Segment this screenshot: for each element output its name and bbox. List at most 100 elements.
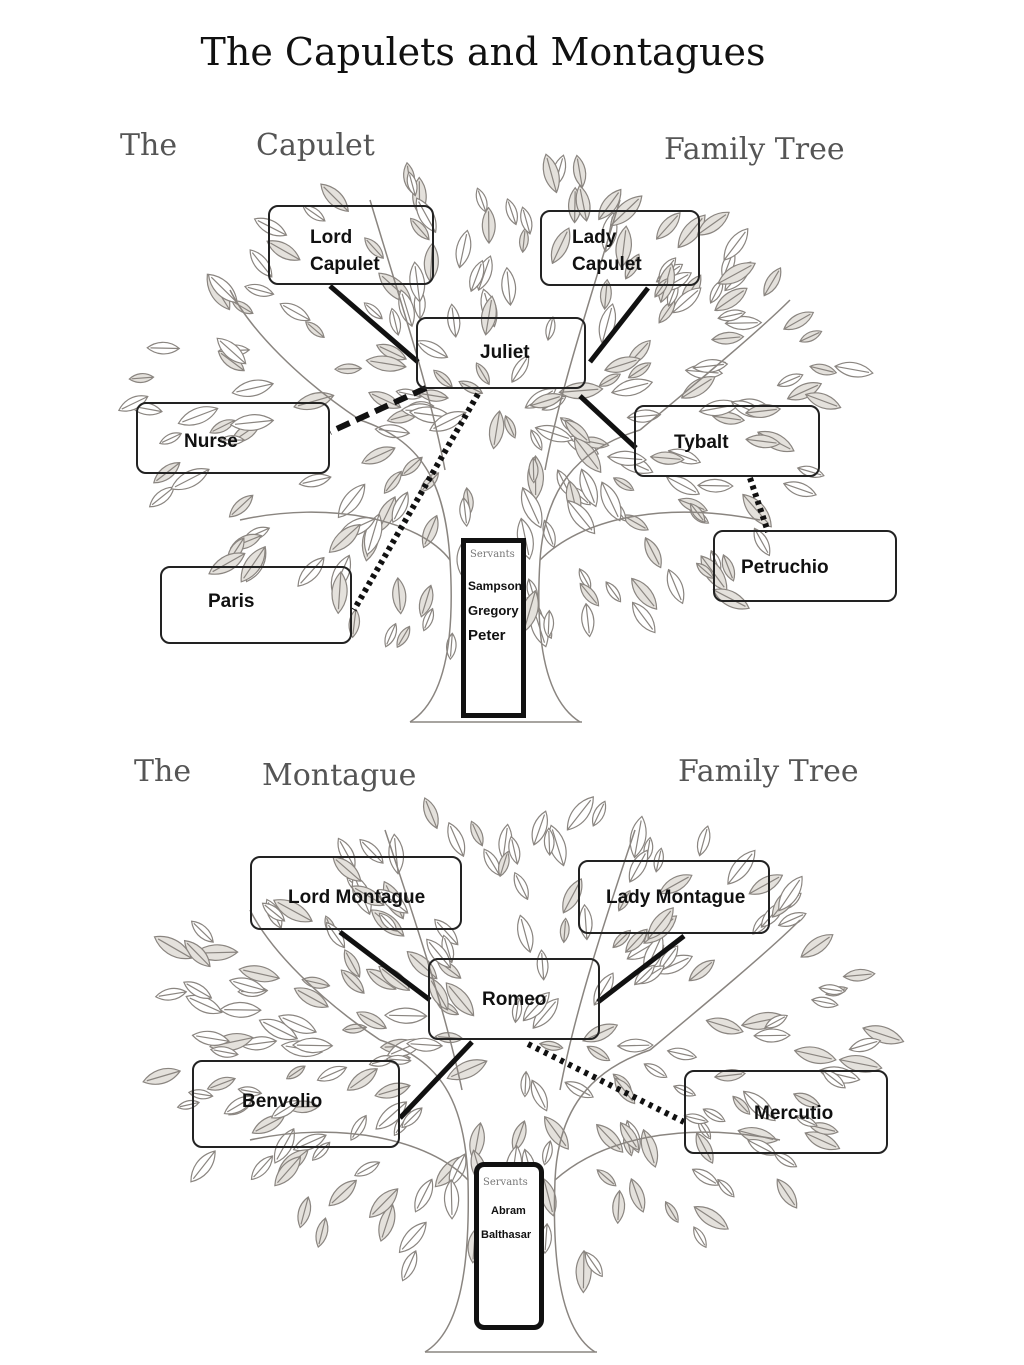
servant-peter: Peter: [468, 627, 506, 644]
leaf: [530, 1079, 548, 1112]
leaf: [543, 609, 555, 638]
leaf: [572, 154, 587, 189]
leaf: [153, 935, 193, 960]
tree-leaves: [117, 153, 905, 1294]
leaf: [364, 237, 384, 259]
lady-montague-box: Lady Montague: [578, 860, 770, 934]
leaf: [538, 1040, 564, 1051]
leaf: [727, 849, 756, 885]
leaf: [542, 153, 560, 194]
leaf: [800, 934, 834, 958]
leaf: [207, 273, 238, 304]
leaf: [764, 1014, 789, 1029]
leaf: [340, 969, 365, 994]
capulet-header-name: Capulet: [256, 128, 375, 163]
leaf: [631, 577, 658, 610]
montague-servants-box: Servants Abram Balthasar: [474, 1162, 544, 1330]
leaf: [517, 914, 534, 954]
leaf: [285, 1065, 306, 1080]
petruchio-box: Petruchio: [713, 530, 897, 602]
leaf: [504, 415, 517, 439]
leaf: [426, 938, 452, 969]
leaf: [293, 987, 329, 1008]
capulet-header-tree: Family Tree: [664, 132, 845, 167]
leaf: [475, 362, 490, 386]
leaf: [346, 1068, 378, 1091]
leaf: [274, 1155, 302, 1187]
leaf: [649, 451, 685, 465]
leaf: [187, 1089, 214, 1100]
leaf: [776, 1178, 798, 1209]
leaf: [655, 212, 681, 240]
leaf: [627, 362, 652, 379]
leaf: [392, 576, 407, 615]
leaf: [398, 1221, 427, 1254]
leaf: [696, 825, 711, 857]
leaf: [183, 981, 213, 999]
leaf: [665, 475, 701, 496]
leaf: [631, 601, 656, 634]
leaf: [191, 1030, 231, 1046]
leaf: [146, 341, 181, 355]
leaf: [753, 527, 771, 557]
leaf: [505, 198, 519, 226]
leaf: [643, 1063, 668, 1078]
leaf: [433, 369, 453, 388]
leaf: [612, 929, 632, 949]
leaf: [821, 1069, 846, 1089]
leaf: [683, 1113, 709, 1125]
leaf: [573, 437, 602, 474]
benvolio-label: Benvolio: [242, 1091, 323, 1112]
leaf: [298, 473, 332, 488]
leaf: [443, 1178, 460, 1220]
montague-header-the: The: [134, 754, 192, 789]
leaf: [666, 1047, 698, 1061]
leaf: [497, 850, 510, 878]
leaf: [228, 977, 266, 994]
leaf: [351, 885, 385, 907]
leaf: [328, 523, 361, 553]
leaf: [531, 810, 548, 846]
leaf: [343, 949, 361, 978]
leaf: [745, 434, 781, 449]
leaf: [799, 330, 823, 343]
leaf: [606, 450, 648, 466]
nurse-box: Nurse: [136, 402, 330, 474]
tree-trunks: [229, 199, 801, 1353]
leaf: [658, 874, 693, 895]
leaf: [237, 1086, 263, 1097]
leaf: [778, 875, 803, 912]
leaf: [810, 996, 839, 1009]
leaf: [786, 382, 823, 401]
leaf: [391, 491, 409, 524]
leaf: [581, 602, 595, 638]
capulet-connectors: [328, 284, 771, 612]
leaf: [536, 949, 549, 981]
leaf: [513, 871, 529, 901]
leaf: [542, 519, 556, 549]
leaf: [428, 411, 467, 432]
leaf: [253, 217, 288, 237]
nurse-label: Nurse: [184, 431, 238, 452]
leaf: [206, 1076, 236, 1091]
leaf: [732, 1095, 751, 1115]
leaf: [721, 554, 736, 582]
leaf: [695, 1132, 714, 1164]
leaf: [612, 1189, 626, 1225]
leaf: [834, 361, 874, 378]
leaf: [219, 435, 246, 445]
leaf: [511, 354, 530, 383]
leaf: [316, 1065, 348, 1082]
leaf: [696, 211, 730, 236]
montague-header-name: Montague: [262, 758, 417, 793]
leaf: [297, 556, 325, 587]
leaf: [710, 331, 745, 345]
montague-servants-label: Servants: [483, 1177, 528, 1188]
leaf: [664, 1200, 679, 1223]
leaf: [782, 481, 817, 498]
leaf: [550, 227, 571, 265]
leaf: [469, 259, 485, 293]
servant-balthasar: Balthasar: [481, 1229, 532, 1241]
leaf: [579, 468, 599, 508]
leaf: [384, 622, 398, 648]
